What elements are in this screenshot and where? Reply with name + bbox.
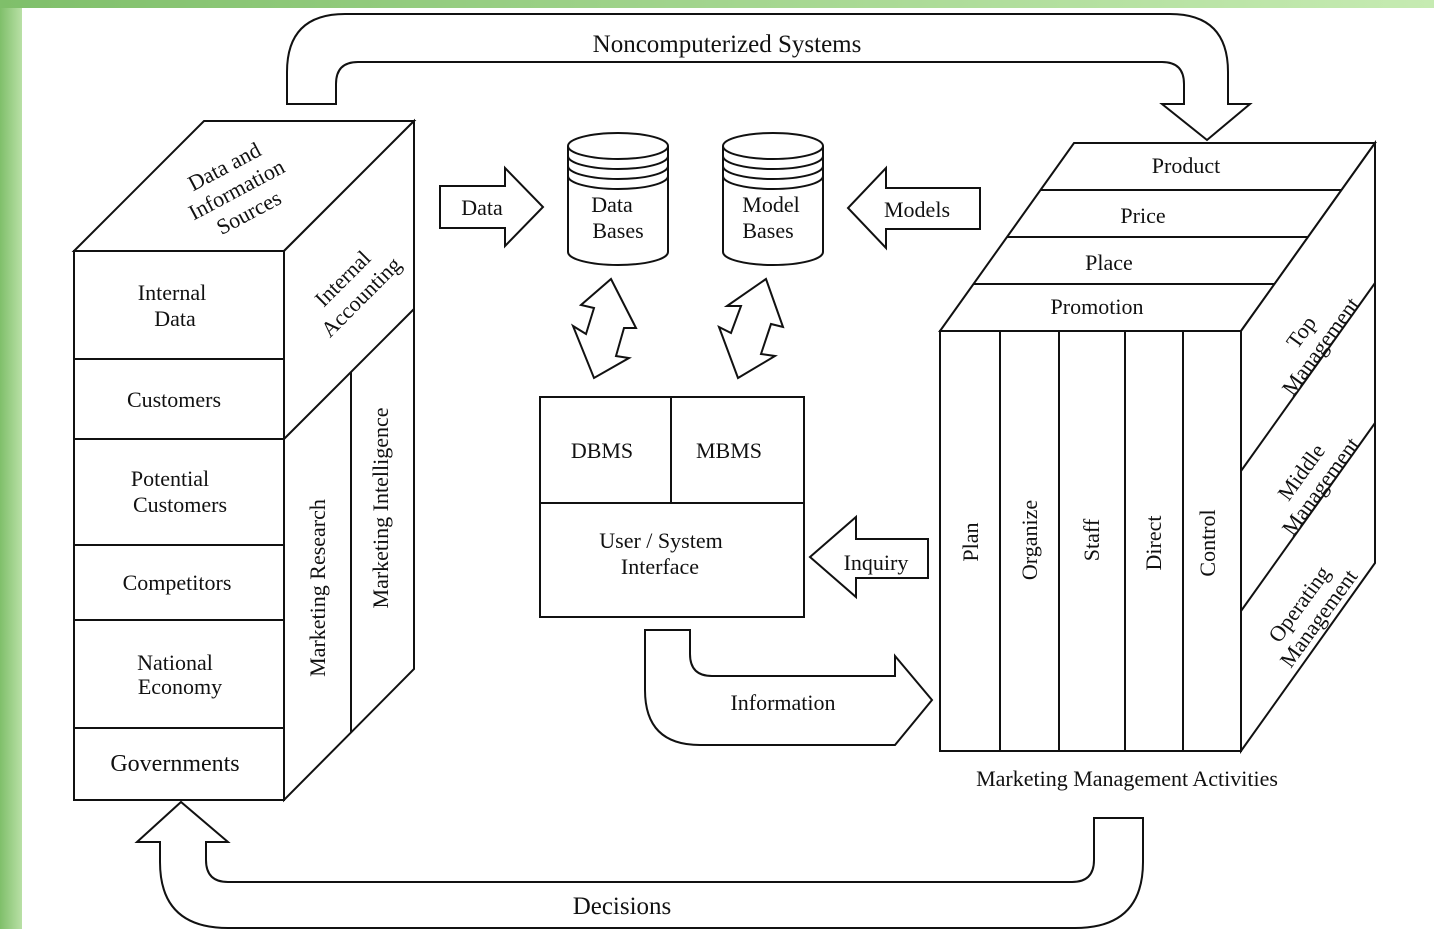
data-sources-block [71, 118, 417, 803]
system-box [539, 396, 805, 618]
inquiry-label: Inquiry [844, 550, 909, 575]
top-border-decoration [0, 0, 1434, 8]
row-potential-customers-1: Potential [131, 466, 209, 491]
mbms-label: MBMS [696, 438, 762, 463]
noncomputerized-systems-label: Noncomputerized Systems [593, 31, 862, 58]
interface-label-2: Interface [621, 554, 699, 579]
row-customers: Customers [127, 387, 221, 412]
data-bases-label-1: Data [591, 192, 633, 217]
activity-plan: Plan [958, 522, 983, 561]
modelbases-double-arrow [717, 277, 785, 380]
models-arrow [846, 165, 981, 251]
interface-label-1: User / System [599, 528, 722, 553]
row-potential-customers-2: Customers [133, 492, 227, 517]
databases-double-arrow [570, 277, 638, 380]
row-competitors: Competitors [123, 570, 232, 595]
mix-price: Price [1120, 203, 1165, 228]
row-internal-data-2: Data [154, 306, 196, 331]
mix-promotion: Promotion [1051, 294, 1144, 319]
row-internal-data-1: Internal [138, 280, 206, 305]
mix-product: Product [1152, 153, 1220, 178]
marketing-research-label: Marketing Research [305, 499, 330, 677]
information-arrow [644, 629, 934, 746]
activity-direct: Direct [1141, 516, 1166, 571]
data-bases-cylinder [567, 132, 669, 266]
mix-place: Place [1085, 250, 1133, 275]
model-bases-cylinder [722, 132, 824, 266]
left-border-decoration [0, 0, 22, 929]
data-arrow-label: Data [461, 195, 503, 220]
models-arrow-label: Models [884, 197, 950, 222]
marketing-intelligence-label: Marketing Intelligence [368, 408, 393, 609]
activity-staff: Staff [1079, 518, 1104, 561]
inquiry-arrow [808, 514, 929, 600]
data-arrow [439, 165, 545, 249]
model-bases-label-1: Model [742, 192, 799, 217]
row-national-economy-1: National [137, 650, 213, 675]
information-label: Information [730, 690, 835, 715]
data-bases-label-2: Bases [592, 218, 643, 243]
marketing-management-block [938, 139, 1377, 755]
row-national-economy-2: Economy [138, 674, 222, 699]
marketing-management-caption: Marketing Management Activities [976, 766, 1278, 791]
activity-control: Control [1195, 509, 1220, 576]
decisions-label: Decisions [573, 893, 672, 920]
noncomputerized-systems-arrow [286, 13, 1253, 142]
dbms-label: DBMS [571, 438, 633, 463]
decisions-arrow [134, 800, 1144, 929]
row-governments: Governments [110, 751, 239, 777]
model-bases-label-2: Bases [742, 218, 793, 243]
activity-organize: Organize [1017, 500, 1042, 580]
